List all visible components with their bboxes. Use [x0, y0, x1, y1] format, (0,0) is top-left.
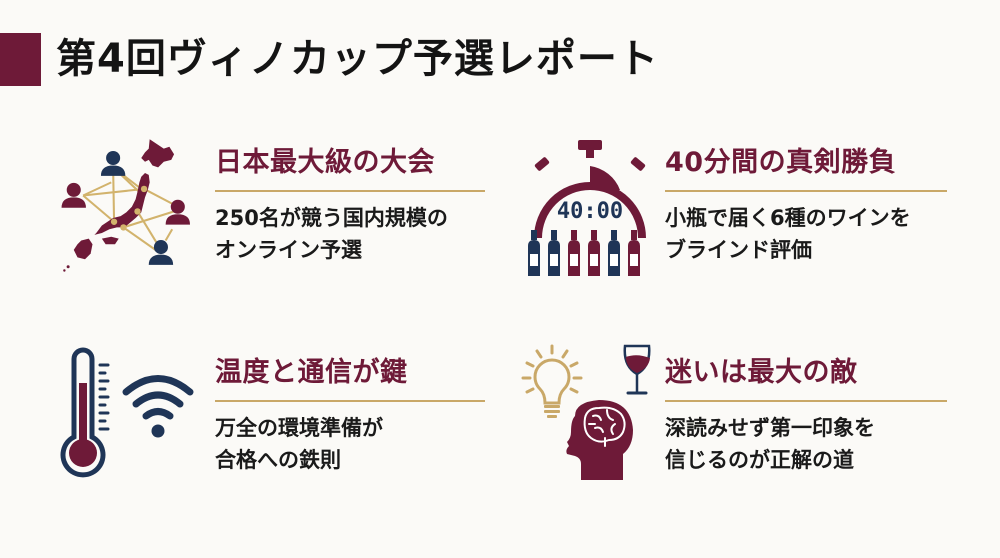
card-body-line: 合格への鉄則 — [215, 448, 341, 472]
card-heading: 日本最大級の大会 — [215, 147, 435, 178]
japan-map-network-icon — [55, 128, 205, 278]
thermometer-icon — [60, 347, 110, 478]
lightbulb-brain-wineglass-icon — [515, 340, 665, 490]
card-divider — [665, 400, 947, 402]
card-body-line: 250名が競う国内規模の — [215, 206, 448, 230]
card-divider — [215, 400, 485, 402]
title-accent-bar — [0, 33, 41, 86]
card-body-line: ブラインド評価 — [665, 238, 812, 262]
card-body: 250名が競う国内規模の オンライン予選 — [215, 202, 485, 266]
card-divider — [215, 190, 485, 192]
wifi-icon — [122, 375, 194, 420]
timer-display: 40:00 — [557, 199, 623, 224]
card-body-line: 信じるのが正解の道 — [665, 448, 854, 472]
wine-glass-icon — [623, 344, 651, 395]
page-title: 第4回ヴィノカップ予選レポート — [56, 36, 659, 82]
card-heading: 40分間の真剣勝負 — [665, 147, 897, 178]
card-divider — [665, 190, 947, 192]
brain-head-icon — [566, 400, 633, 480]
card-body-line: 深読みせず第一印象を — [665, 416, 875, 440]
card-body-line: 万全の環境準備が — [215, 416, 383, 440]
card-body-line: オンライン予選 — [215, 238, 362, 262]
card-heading: 迷いは最大の敵 — [665, 357, 858, 388]
card-heading: 温度と通信が鍵 — [215, 357, 408, 388]
lightbulb-icon — [521, 344, 583, 405]
card-body: 万全の環境準備が 合格への鉄則 — [215, 412, 485, 476]
card-body: 小瓶で届く6種のワインを ブラインド評価 — [665, 202, 947, 266]
card-body-line: 小瓶で届く6種のワインを — [665, 206, 911, 230]
stopwatch-wine-bottles-icon: 40:00 — [520, 134, 660, 280]
card-body: 深読みせず第一印象を 信じるのが正解の道 — [665, 412, 947, 476]
thermometer-wifi-icon — [60, 345, 210, 480]
